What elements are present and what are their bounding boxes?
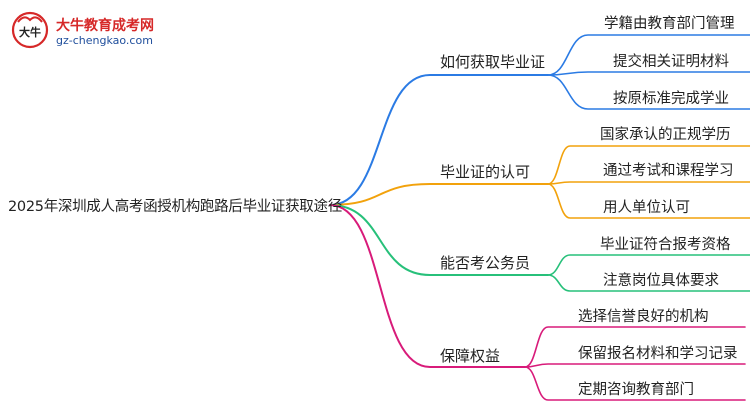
bull-logo-icon: 大牛 (11, 11, 49, 49)
branch-label-rights: 保障权益 (440, 347, 501, 365)
root-topic: 2025年深圳成人高考函授机构跑路后毕业证获取途径 (8, 199, 342, 215)
logo-title: 大牛教育成考网 (56, 18, 154, 34)
branch-connector (329, 204, 526, 368)
branch-label-recognition: 毕业证的认可 (440, 163, 531, 181)
branch-label-obtain: 如何获取毕业证 (440, 53, 546, 71)
branch-connector (329, 183, 549, 206)
leaf-label: 保留报名材料和学习记录 (578, 346, 738, 362)
leaf-connector (547, 181, 750, 185)
leaf-label: 国家承认的正规学历 (600, 127, 731, 143)
leaf-connector (547, 183, 750, 219)
leaf-connector (547, 274, 750, 292)
leaf-connector (547, 74, 750, 110)
site-logo: 大牛 大牛教育成考网 gz-chengkao.com (10, 10, 170, 52)
branch-label-civil-service: 能否考公务员 (440, 254, 531, 272)
leaf-label: 定期咨询教育部门 (578, 382, 694, 398)
leaf-label: 学籍由教育部门管理 (604, 16, 735, 32)
leaf-connector (547, 254, 750, 276)
leaf-label: 用人单位认可 (603, 200, 690, 216)
branch-connector (329, 74, 549, 206)
leaf-connector (547, 145, 750, 185)
leaf-label: 注意岗位具体要求 (603, 273, 719, 289)
leaf-label: 选择信誉良好的机构 (578, 309, 709, 325)
logo-url: gz-chengkao.com (56, 34, 153, 47)
leaf-label: 按原标准完成学业 (613, 91, 729, 107)
leaf-connector (524, 363, 746, 368)
leaf-label: 提交相关证明材料 (613, 54, 729, 70)
leaf-connector (524, 326, 746, 368)
leaf-connector (547, 34, 750, 76)
leaf-label: 通过考试和课程学习 (603, 163, 734, 179)
branch-connector (329, 204, 549, 276)
leaf-connector (524, 366, 746, 401)
logo-mark-text: 大牛 (19, 25, 41, 39)
leaf-label: 毕业证符合报考资格 (600, 237, 731, 253)
leaf-connector (547, 71, 750, 76)
